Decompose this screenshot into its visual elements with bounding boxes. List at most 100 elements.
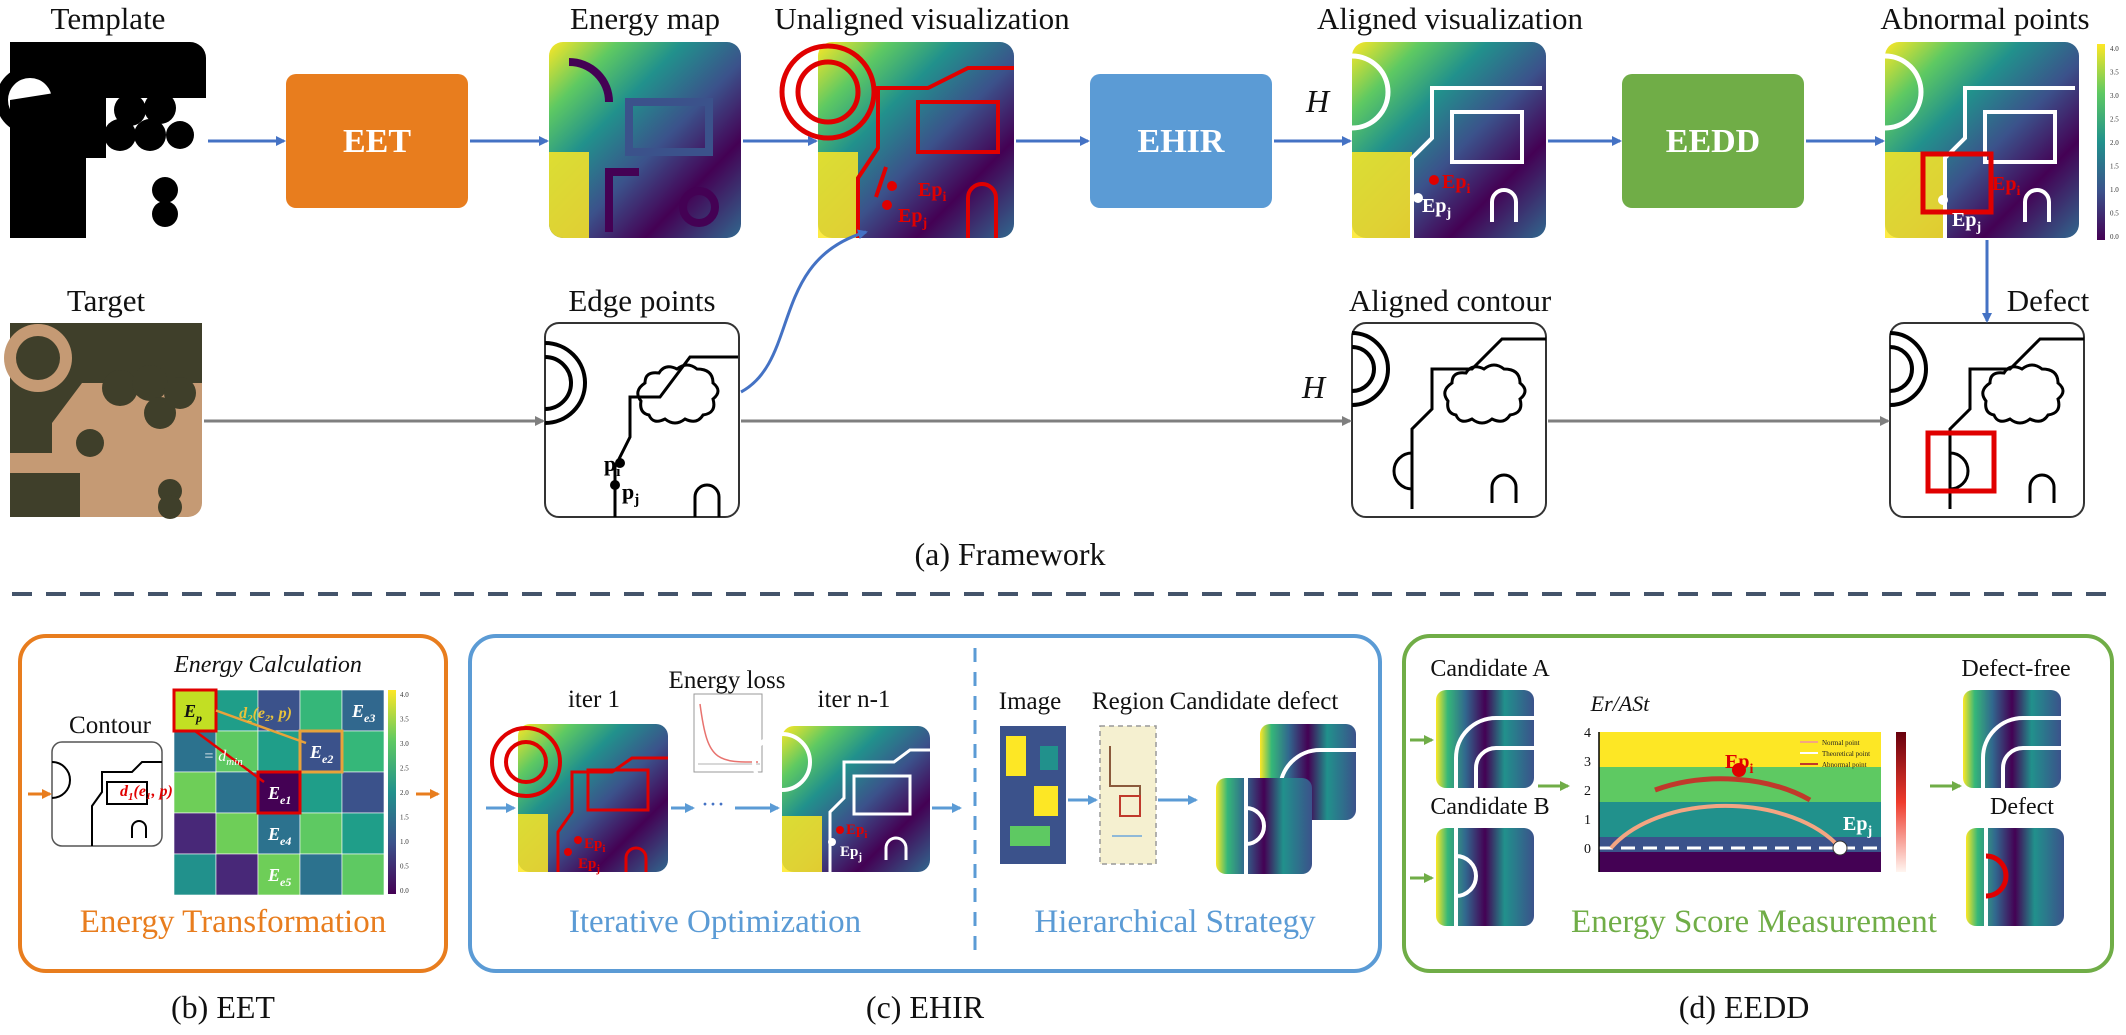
energy-grid-cell	[299, 812, 343, 855]
ep-i-abnormal: Epi	[1992, 173, 2020, 199]
colorbar-tick: 1.0	[2110, 186, 2119, 194]
cell-e2	[298, 729, 344, 774]
ep-i-iter1: Epi	[584, 836, 605, 855]
energy-grid-cell	[257, 689, 301, 732]
score-ytick: 2	[1584, 784, 1591, 799]
candidate-b-label: Candidate B	[1430, 794, 1549, 820]
grid-label-e2: Ee2	[309, 742, 333, 766]
ep-j-aligned: Epj	[1422, 195, 1451, 221]
candidate-b-image	[1436, 828, 1534, 926]
ep-i-unaligned: Epi	[918, 179, 946, 205]
energy-map-label: Energy map	[570, 1, 720, 36]
eedd-block	[1622, 74, 1804, 208]
aligned-contour-image	[1351, 322, 1547, 518]
legend-entry: Normal point	[1822, 739, 1860, 747]
contour-thumbnail	[51, 741, 163, 847]
eet-caption: (b) EET	[171, 989, 275, 1025]
grid-label-e1: Ee1	[267, 783, 291, 807]
target-label: Target	[67, 283, 146, 318]
colorbar-tick: 3.0	[2110, 92, 2119, 100]
energy-loss-label: Energy loss	[669, 667, 786, 694]
energy-score-axis-label: Er/ASt	[1590, 691, 1651, 716]
aligned-visualization-image	[1313, 42, 1546, 238]
region-thumbnail	[1099, 725, 1157, 865]
colorbar-tick: 2.0	[2110, 139, 2119, 147]
energy-grid-cell	[173, 853, 217, 896]
energy-score-chart	[1598, 732, 1881, 872]
eet-block-label: EET	[343, 123, 411, 160]
eet-block	[286, 74, 468, 208]
score-ytick: 1	[1584, 813, 1591, 828]
ep-j-score: Epj	[1843, 813, 1872, 839]
colorbar-top	[2097, 44, 2105, 240]
candidate-defect-b	[1216, 778, 1312, 874]
candidate-a-label: Candidate A	[1430, 656, 1550, 682]
framework-arrows	[204, 136, 1992, 426]
score-ytick: 3	[1584, 755, 1591, 770]
iter1-label: iter 1	[568, 686, 620, 713]
region-label: Region	[1092, 688, 1165, 715]
energy-grid-cell	[173, 771, 217, 814]
energy-calc-title: Energy Calculation	[173, 652, 362, 678]
p-j-label: pj	[622, 479, 639, 508]
energy-grid-cell	[257, 730, 301, 773]
defect-free-image	[1963, 690, 2061, 788]
energy-grid-cell	[341, 771, 385, 814]
eedd-caption: (d) EEDD	[1679, 989, 1810, 1025]
eet-colorbar-tick: 2.0	[400, 789, 409, 797]
defect-result-image	[1966, 828, 2064, 926]
pcb-image-thumbnail	[1000, 726, 1066, 864]
energy-grid-cell	[341, 853, 385, 896]
iter-n-image	[752, 726, 930, 872]
energy-map-image	[549, 42, 741, 238]
eet-colorbar	[388, 690, 396, 894]
template-image	[0, 42, 206, 238]
energy-grid-cell	[341, 689, 385, 732]
ehir-block-label: EHIR	[1138, 123, 1225, 160]
ep-i-aligned: Epi	[1442, 171, 1470, 197]
grid-label-p: Ep	[183, 701, 202, 725]
energy-transformation-title: Energy Transformation	[80, 904, 386, 940]
hierarchical-strategy-title: Hierarchical Strategy	[1034, 904, 1316, 940]
candidate-defect-label: Candidate defect	[1170, 688, 1339, 715]
eet-colorbar-tick: 3.0	[400, 740, 409, 748]
d1-line	[194, 729, 265, 784]
framework-caption: (a) Framework	[914, 536, 1105, 572]
ep-j-iter1: Epj	[578, 856, 600, 875]
eedd-block-label: EEDD	[1666, 123, 1760, 160]
dmin-label: = dmin	[203, 748, 243, 768]
eet-colorbar-tick: 1.5	[400, 814, 409, 822]
edge-points-label: Edge points	[568, 283, 715, 318]
eet-colorbar-tick: 0.5	[400, 863, 409, 871]
h-symbol-bottom: H	[1301, 369, 1327, 405]
eet-colorbar-tick: 0.0	[400, 887, 409, 895]
colorbar-tick: 1.5	[2110, 163, 2119, 171]
energy-grid-cell	[215, 812, 259, 855]
iteration-dots: ···	[701, 792, 725, 818]
colorbar-tick: 0.0	[2110, 233, 2119, 241]
eet-colorbar-tick: 2.5	[400, 765, 409, 773]
energy-grid-cell	[215, 771, 259, 814]
h-symbol-top: H	[1305, 83, 1331, 119]
ep-j-abnormal: Epj	[1952, 209, 1981, 235]
defect-free-label: Defect-free	[1961, 656, 2070, 682]
grid-label-e4: Ee4	[267, 824, 291, 848]
image-label: Image	[999, 688, 1061, 715]
d2-label: d2(e₂, p)	[239, 705, 292, 725]
abnormal-points-image	[1846, 42, 2079, 238]
energy-grid-cell	[341, 812, 385, 855]
eet-colorbar-tick: 4.0	[400, 691, 409, 699]
energy-score-colorbar	[1896, 732, 1906, 872]
score-ytick: 0	[1584, 842, 1591, 857]
abnormal-label: Abnormal points	[1880, 1, 2089, 36]
energy-grid-cell	[173, 812, 217, 855]
eet-colorbar-tick: 1.0	[400, 838, 409, 846]
ep-j-iter-n: Epj	[840, 844, 862, 863]
eet-colorbar-ticks: 4.03.53.02.52.01.51.00.50.0	[400, 691, 409, 895]
grid-label-e5: Ee5	[267, 865, 291, 889]
score-ytick: 4	[1584, 726, 1591, 741]
defect-result-label: Defect	[1990, 794, 2054, 820]
unaligned-label: Unaligned visualization	[774, 1, 1070, 36]
